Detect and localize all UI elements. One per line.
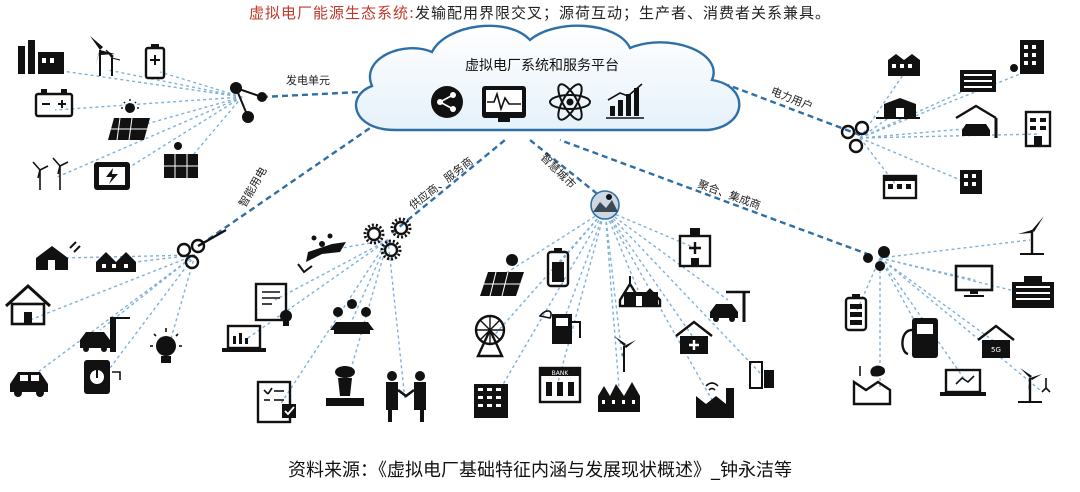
- meeting-icon: [330, 299, 374, 334]
- link-suppliers: [391, 139, 506, 234]
- award-stand-icon: [326, 366, 364, 406]
- label-smart-consumption: 智能用电: [235, 164, 269, 209]
- main-links: [199, 83, 871, 257]
- garage-car-icon: [80, 317, 130, 352]
- link-smart-city: [529, 139, 606, 201]
- home-wifi-icon: [4, 283, 52, 326]
- ev-charger-icon: [94, 162, 130, 190]
- suppliers-cluster: [222, 217, 426, 424]
- smart-bulb-icon: [150, 328, 182, 363]
- platform-cloud: 虚拟电厂系统和服务平台: [354, 24, 741, 132]
- solar-array-icon: [164, 142, 198, 178]
- factory-icon: [18, 40, 64, 74]
- car-wash-icon: [955, 104, 998, 138]
- source-citation: 资料来源：《虚拟电厂基础特征内涵与发展现状概述》_钟永洁等: [288, 460, 792, 481]
- checklist-icon: [256, 380, 296, 424]
- hand-coins-icon: [297, 233, 346, 274]
- generation-hub-icon: [230, 82, 267, 123]
- link-power-users: [727, 83, 861, 137]
- wind-turbine-icon: [90, 36, 121, 76]
- charging-station-icon: [538, 310, 581, 344]
- eco-factory-icon: [852, 365, 892, 406]
- church-icon: [618, 276, 662, 308]
- platform-title: 虚拟电厂系统和服务平台: [465, 58, 619, 74]
- link-generation: [261, 90, 361, 99]
- bank-icon: BANK: [538, 366, 582, 404]
- power-users-hub-icon: [840, 120, 870, 154]
- wind-plug-icon: [1018, 368, 1051, 403]
- car-battery-icon: [34, 89, 74, 118]
- consumption-cluster: [4, 228, 227, 397]
- cloud-shape: [354, 24, 741, 132]
- battery-2-icon: [844, 294, 868, 332]
- certificate-icon: [254, 282, 292, 326]
- solar-panel-icon: [108, 99, 150, 141]
- aggregators-hub-icon: [863, 246, 890, 271]
- tower-block-icon: [1010, 40, 1044, 74]
- home-5g-icon: 5G: [977, 324, 1015, 358]
- hospital-icon: [678, 228, 712, 268]
- title-lead: 虚拟电厂能源生态系统:: [248, 4, 416, 22]
- monitor-waveform-icon: [482, 86, 526, 122]
- atom-icon: [549, 83, 591, 121]
- garage-icon: [710, 290, 750, 322]
- smart-city-cluster: BANK: [474, 190, 774, 418]
- diagram-title: 虚拟电厂能源生态系统:发输配用界限交叉；源荷互动；生产者、消费者关系兼具。: [0, 2, 1080, 23]
- link-consumption: [199, 127, 371, 246]
- share-icon: [431, 86, 463, 118]
- battery-full-icon: [546, 248, 570, 288]
- town-icon: [598, 382, 640, 412]
- phone-power-icon: [84, 360, 121, 394]
- svg-text:BANK: BANK: [552, 370, 570, 377]
- city-block-icon: [960, 70, 996, 92]
- wind-turbine-2-icon: [1018, 216, 1044, 255]
- svg-text:5G: 5G: [991, 346, 1001, 354]
- label-generation-unit: 发电单元: [286, 73, 330, 87]
- building-icon: [960, 170, 982, 194]
- row-houses-icon: [96, 252, 136, 272]
- laptop-chart-icon: [222, 324, 266, 352]
- fuel-pump-icon: [901, 318, 938, 358]
- clinic-icon: [675, 320, 713, 354]
- label-smart-city: 智慧城市: [538, 150, 579, 191]
- aggregators-cluster: 5G: [844, 216, 1054, 406]
- gears-hub-icon: [363, 217, 412, 261]
- electric-car-icon: [10, 372, 48, 397]
- generation-cluster: [18, 36, 267, 190]
- ferris-wheel-icon: [474, 314, 506, 358]
- ecosystem-diagram: 虚拟电厂系统和服务平台: [4, 24, 1054, 424]
- power-users-cluster: [840, 40, 1052, 200]
- link-aggregators: [559, 138, 871, 257]
- office-tall-icon: [749, 361, 774, 389]
- apartment-icon: [474, 384, 508, 418]
- factory-wifi-icon: [696, 382, 734, 418]
- office-block-icon: [1024, 110, 1052, 148]
- hotel-icon: [882, 174, 918, 200]
- battery-icon: [144, 44, 166, 80]
- house-plug-icon: [36, 241, 81, 270]
- title-rest: 发输配用界限交叉；源荷互动；生产者、消费者关系兼具。: [415, 4, 832, 22]
- consumption-hub-icon: [176, 228, 227, 270]
- monitor-icon: [954, 264, 994, 297]
- laptop-icon: [940, 368, 986, 396]
- skyscraper-icon: [1012, 276, 1054, 308]
- shops-icon: [888, 54, 920, 76]
- label-suppliers-service: 供应商、服务商: [406, 154, 475, 212]
- wind-icon: [614, 336, 636, 372]
- map-pin-hub-icon: [590, 190, 620, 220]
- bar-chart-icon: [606, 83, 644, 119]
- mall-icon: [876, 98, 920, 119]
- handshake-icon: [386, 371, 426, 422]
- solar-icon: [480, 254, 524, 297]
- wind-farm-icon: [32, 157, 69, 190]
